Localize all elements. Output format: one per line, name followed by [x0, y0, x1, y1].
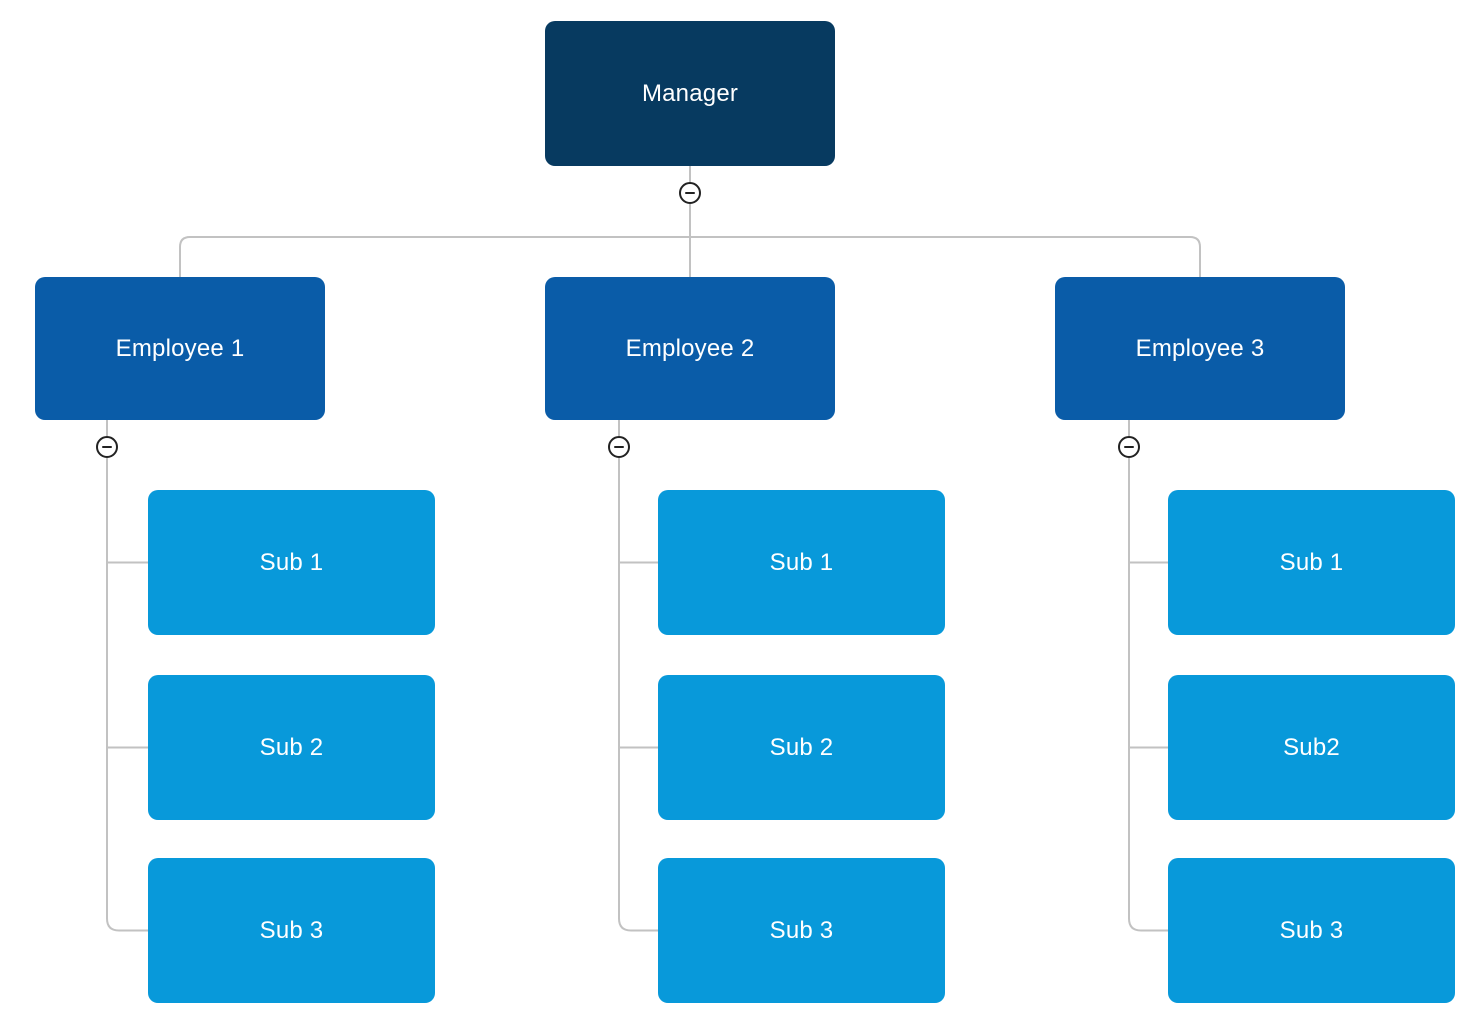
node-employee-2-sub-1[interactable]: Sub 1 [658, 490, 945, 635]
node-label: Sub 2 [769, 733, 834, 761]
node-employee-3[interactable]: Employee 3 [1055, 277, 1345, 420]
node-employee-3-sub-1[interactable]: Sub 1 [1168, 490, 1455, 635]
node-employee-1-sub-3[interactable]: Sub 3 [148, 858, 435, 1003]
node-employee-1-sub-1[interactable]: Sub 1 [148, 490, 435, 635]
collapse-toggle-employee-2[interactable] [608, 436, 630, 458]
node-label: Employee 2 [625, 334, 755, 362]
node-label: Employee 1 [115, 334, 245, 362]
minus-icon [614, 445, 624, 449]
collapse-toggle-manager[interactable] [679, 182, 701, 204]
node-label: Sub 1 [259, 548, 324, 576]
collapse-toggle-employee-3[interactable] [1118, 436, 1140, 458]
connector-top-rail [179, 236, 1201, 277]
node-employee-1[interactable]: Employee 1 [35, 277, 325, 420]
connector-col-3 [1128, 420, 1168, 932]
node-employee-3-sub-3[interactable]: Sub 3 [1168, 858, 1455, 1003]
node-employee-3-sub-2[interactable]: Sub2 [1168, 675, 1455, 820]
node-label: Sub 1 [769, 548, 834, 576]
node-label: Sub 3 [259, 916, 324, 944]
node-label: Sub 1 [1279, 548, 1344, 576]
node-label: Sub 3 [769, 916, 834, 944]
node-employee-1-sub-2[interactable]: Sub 2 [148, 675, 435, 820]
node-label: Employee 3 [1135, 334, 1265, 362]
node-label: Manager [641, 79, 739, 107]
minus-icon [102, 445, 112, 449]
minus-icon [1124, 445, 1134, 449]
node-label: Sub 3 [1279, 916, 1344, 944]
minus-icon [685, 191, 695, 195]
connector-col-1 [106, 420, 148, 932]
node-employee-2[interactable]: Employee 2 [545, 277, 835, 420]
node-label: Sub 2 [259, 733, 324, 761]
node-label: Sub2 [1283, 733, 1340, 761]
node-employee-2-sub-2[interactable]: Sub 2 [658, 675, 945, 820]
collapse-toggle-employee-1[interactable] [96, 436, 118, 458]
connector-col-2 [618, 420, 658, 932]
node-employee-2-sub-3[interactable]: Sub 3 [658, 858, 945, 1003]
node-manager[interactable]: Manager [545, 21, 835, 166]
